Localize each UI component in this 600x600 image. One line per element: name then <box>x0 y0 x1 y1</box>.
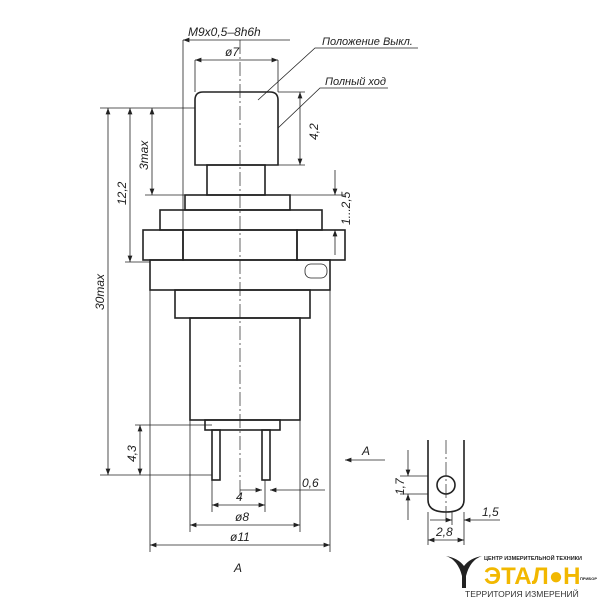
panel-left <box>142 229 184 261</box>
view-a-pin <box>400 440 500 545</box>
pin-width-label: 2,8 <box>435 525 453 539</box>
washer <box>159 209 323 231</box>
pin-left <box>211 429 221 481</box>
logo-name: ЭТАЛ●Н <box>484 563 581 590</box>
seal-ring <box>304 263 328 279</box>
panel-thickness-label: 1...2,5 <box>339 191 353 225</box>
dimensions <box>100 37 418 552</box>
collar <box>174 289 311 319</box>
logo-emblem-icon <box>446 556 482 588</box>
thread-label: M9x0,5–8h6h <box>188 25 261 39</box>
base <box>204 419 281 431</box>
etalon-logo: ЦЕНТР ИЗМЕРИТЕЛЬНОЙ ТЕХНИКИ ЭТАЛ●Н ПРИБО… <box>446 554 597 599</box>
housing <box>189 317 301 421</box>
flange-diameter-label: ø11 <box>230 530 250 544</box>
pin-thickness-label: 0,6 <box>302 476 319 490</box>
button-cap <box>194 91 279 166</box>
pin-length-label: 4,3 <box>125 445 139 462</box>
off-position-callout: Положение Выкл. <box>322 36 413 48</box>
body-diameter-label: ø8 <box>235 510 249 524</box>
pin-spacing-label: 4 <box>236 490 243 504</box>
cap-height-label: 4,2 <box>307 123 321 140</box>
cap-diameter-label: ø7 <box>225 45 240 59</box>
panel-right <box>296 229 346 261</box>
stem <box>206 164 266 196</box>
full-travel-callout: Полный ход <box>325 76 386 88</box>
hole-height-label: 1,7 <box>393 477 407 495</box>
total-height-label: 30max <box>93 273 107 310</box>
logo-badge: ПРИБОР <box>580 576 597 581</box>
switch-body <box>142 91 346 481</box>
nut <box>184 194 291 211</box>
height-to-panel-label: 12,2 <box>115 181 129 205</box>
hole-offset-label: 1,5 <box>482 505 499 519</box>
pin-right <box>261 429 271 481</box>
travel-max-label: 3max <box>137 140 151 170</box>
view-arrow-label: A <box>361 444 370 458</box>
logo-top-text: ЦЕНТР ИЗМЕРИТЕЛЬНОЙ ТЕХНИКИ <box>484 554 582 562</box>
view-label: A <box>233 561 242 575</box>
logo-tagline: ТЕРРИТОРИЯ ИЗМЕРЕНИЙ <box>465 588 579 599</box>
